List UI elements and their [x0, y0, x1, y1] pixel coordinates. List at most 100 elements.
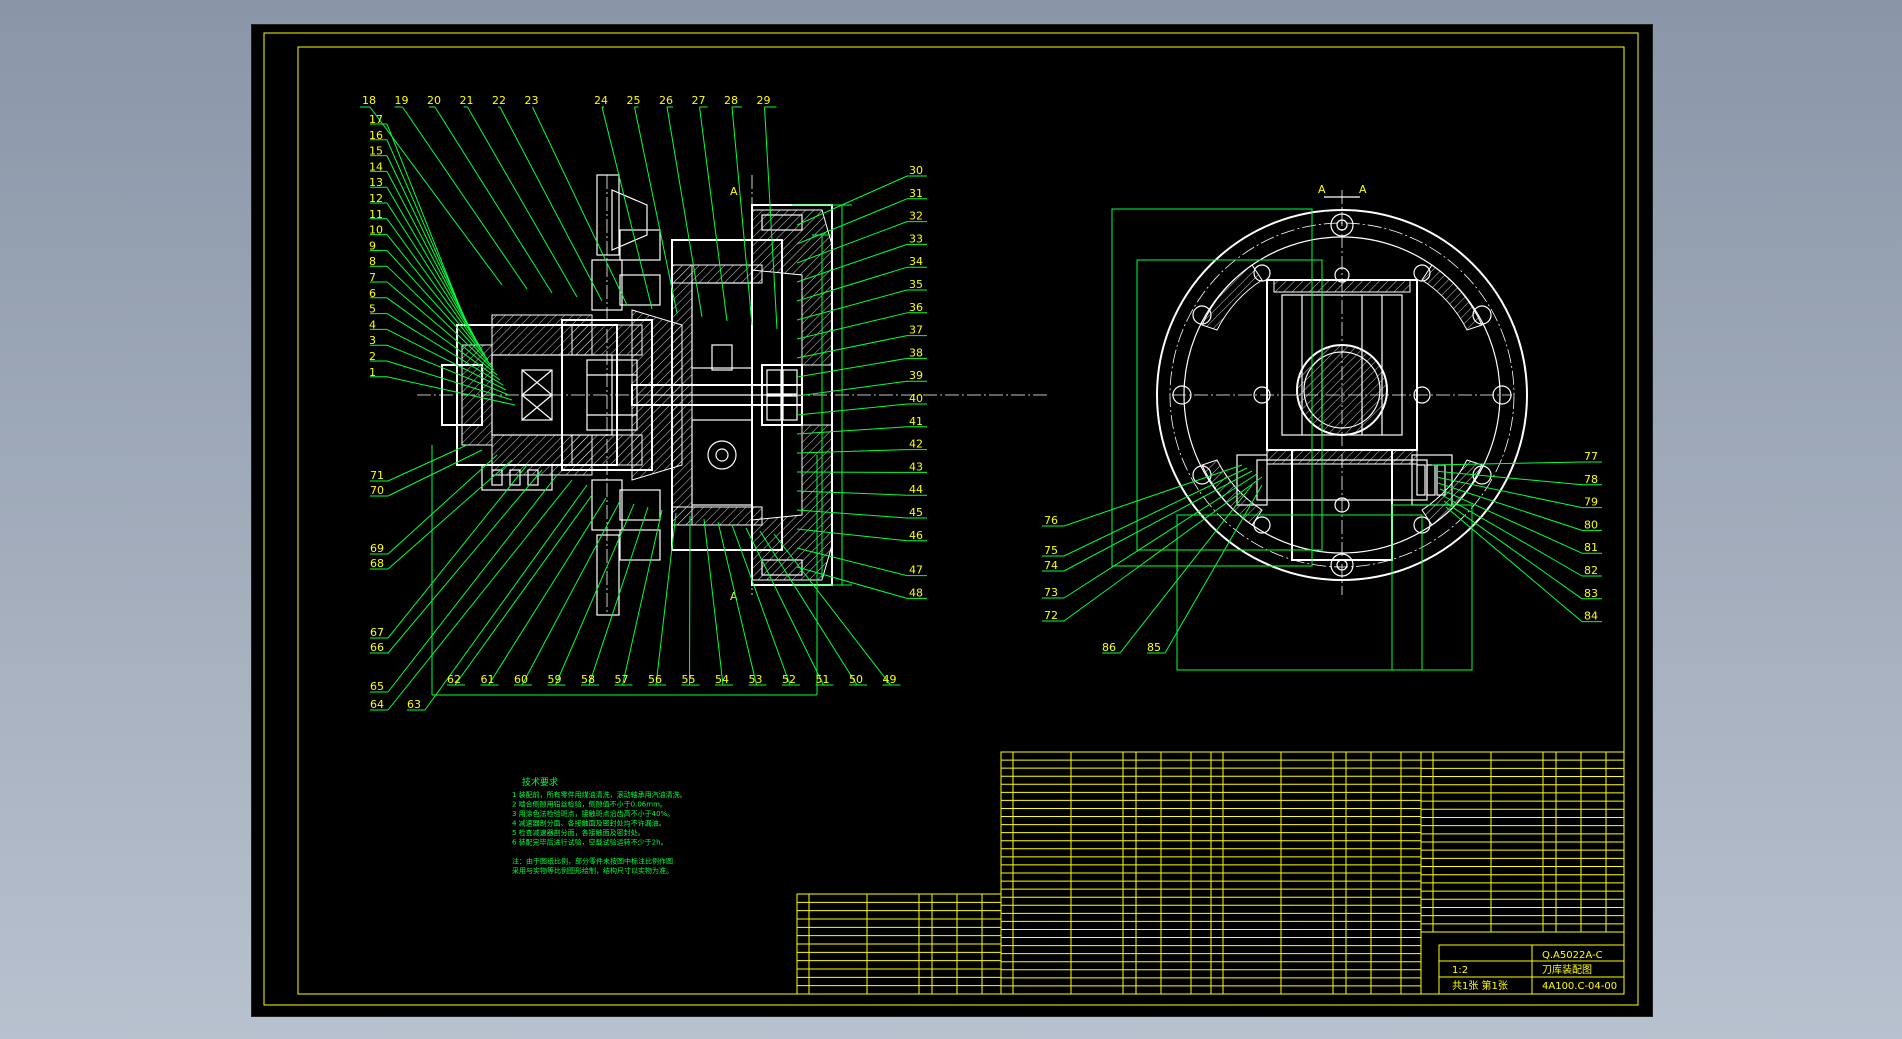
- tech-req-line: 3 用涂色法检验斑点，接触斑点沿齿高不小于40%。: [512, 809, 674, 818]
- left-section-view: A A 181920212223242526272829171615141312…: [360, 94, 1047, 711]
- tech-req-line: 6 装配完毕后进行试验，空载试验运转不少于2h。: [512, 838, 668, 847]
- part-number-label: 51: [816, 673, 830, 686]
- section-mark-a-left: A: [1318, 183, 1326, 196]
- bolt-holes: [1172, 213, 1512, 577]
- parts-list: [796, 751, 1625, 995]
- drawing-name: 刀库装配图: [1542, 963, 1592, 976]
- inner-frame: [297, 46, 1625, 995]
- part-number-label: 37: [909, 324, 923, 337]
- part-number-label: 45: [909, 506, 923, 519]
- part-number-label: 15: [369, 145, 383, 158]
- part-number-label: 13: [369, 176, 383, 189]
- part-number-label: 8: [369, 255, 376, 268]
- part-number-label: 72: [1044, 609, 1058, 622]
- part-number-label: 56: [648, 673, 662, 686]
- part-number-label: 84: [1584, 610, 1598, 623]
- part-number-label: 52: [782, 673, 796, 686]
- part-number-label: 70: [370, 484, 384, 497]
- part-number-label: 76: [1044, 514, 1058, 527]
- part-number-label: 5: [369, 303, 376, 316]
- tech-req-line: 2 啮合侧隙用铅丝检验，侧隙值不小于0.06mm。: [512, 800, 667, 809]
- part-number-label: 65: [370, 680, 384, 693]
- sheet-count: 共1张 第1张: [1452, 979, 1508, 992]
- tech-req-line: 采用与实物等比例图形绘制，结构尺寸以实物为准。: [512, 866, 673, 875]
- part-number-label: 79: [1584, 496, 1598, 509]
- part-number-label: 67: [370, 626, 384, 639]
- part-number-label: 19: [395, 94, 409, 107]
- part-number-label: 49: [883, 673, 897, 686]
- tech-req-line: 注：由于图纸比例，部分零件未按图中标注比例作图: [512, 857, 673, 866]
- title-block: Q.A5022A-C 刀库装配图 共1张 第1张 1:2 4A100.C-04-…: [1438, 944, 1625, 995]
- part-number-label: 3: [369, 334, 376, 347]
- part-number-label: 20: [427, 94, 441, 107]
- part-number-label: 38: [909, 346, 923, 359]
- part-number-label: 71: [370, 469, 384, 482]
- part-number-label: 16: [369, 129, 383, 142]
- part-number-label: 7: [369, 271, 376, 284]
- part-number-label: 48: [909, 586, 923, 599]
- part-number-label: 74: [1044, 559, 1058, 572]
- standard-number: 4A100.C-04-00: [1542, 981, 1617, 992]
- part-number-label: 17: [369, 113, 383, 126]
- part-number-label: 83: [1584, 587, 1598, 600]
- part-number-label: 66: [370, 641, 384, 654]
- part-number-label: 31: [909, 187, 923, 200]
- part-number-label: 32: [909, 210, 923, 223]
- part-number-label: 62: [447, 673, 461, 686]
- part-number-label: 35: [909, 278, 923, 291]
- part-number-label: 23: [525, 94, 539, 107]
- part-number-label: 40: [909, 392, 923, 405]
- part-number-label: 64: [370, 698, 384, 711]
- part-number-label: 85: [1147, 641, 1161, 654]
- section-mark-bottom: A: [730, 590, 738, 603]
- part-number-label: 18: [362, 94, 376, 107]
- part-number-label: 50: [849, 673, 863, 686]
- part-number-label: 44: [909, 483, 923, 496]
- part-number-label: 53: [749, 673, 763, 686]
- part-number-label: 26: [659, 94, 673, 107]
- part-number-label: 77: [1584, 450, 1598, 463]
- drawing-number: Q.A5022A-C: [1542, 950, 1603, 961]
- part-number-label: 86: [1102, 641, 1116, 654]
- part-number-label: 68: [370, 557, 384, 570]
- part-number-label: 28: [724, 94, 738, 107]
- part-number-label: 21: [460, 94, 474, 107]
- part-number-label: 59: [548, 673, 562, 686]
- tech-req-line: 5 检查减速器剖分面，各接触面及密封处。: [512, 828, 645, 837]
- part-number-label: 9: [369, 239, 376, 252]
- part-number-label: 78: [1584, 473, 1598, 486]
- drawing-scale: 1:2: [1452, 965, 1468, 976]
- part-number-label: 69: [370, 542, 384, 555]
- section-mark-a-right: A: [1359, 183, 1367, 196]
- part-number-label: 6: [369, 287, 376, 300]
- part-number-label: 46: [909, 529, 923, 542]
- part-number-label: 10: [369, 224, 383, 237]
- part-number-label: 1: [369, 366, 376, 379]
- technical-requirements: 技术要求 1 装配前，所有零件用煤油清洗，滚动轴承用汽油清洗。2 啮合侧隙用铅丝…: [512, 776, 687, 875]
- part-number-label: 80: [1584, 518, 1598, 531]
- part-number-label: 30: [909, 164, 923, 177]
- part-number-label: 34: [909, 255, 923, 268]
- outer-frame: [263, 32, 1639, 1006]
- part-number-label: 57: [615, 673, 629, 686]
- right-end-view: A A: [1042, 183, 1602, 671]
- part-number-label: 4: [369, 318, 376, 331]
- part-number-label: 22: [492, 94, 506, 107]
- part-number-label: 55: [682, 673, 696, 686]
- part-number-label: 60: [514, 673, 528, 686]
- part-number-label: 63: [407, 698, 421, 711]
- part-number-label: 36: [909, 301, 923, 314]
- part-number-label: 43: [909, 460, 923, 473]
- section-mark-top: A: [730, 185, 738, 198]
- part-number-label: 47: [909, 564, 923, 577]
- assembly-drawing: A A 181920212223242526272829171615141312…: [263, 32, 1639, 1006]
- part-number-label: 61: [481, 673, 495, 686]
- part-number-label: 33: [909, 232, 923, 245]
- tech-req-line: 1 装配前，所有零件用煤油清洗，滚动轴承用汽油清洗。: [512, 790, 687, 799]
- part-number-label: 58: [581, 673, 595, 686]
- part-number-label: 29: [757, 94, 771, 107]
